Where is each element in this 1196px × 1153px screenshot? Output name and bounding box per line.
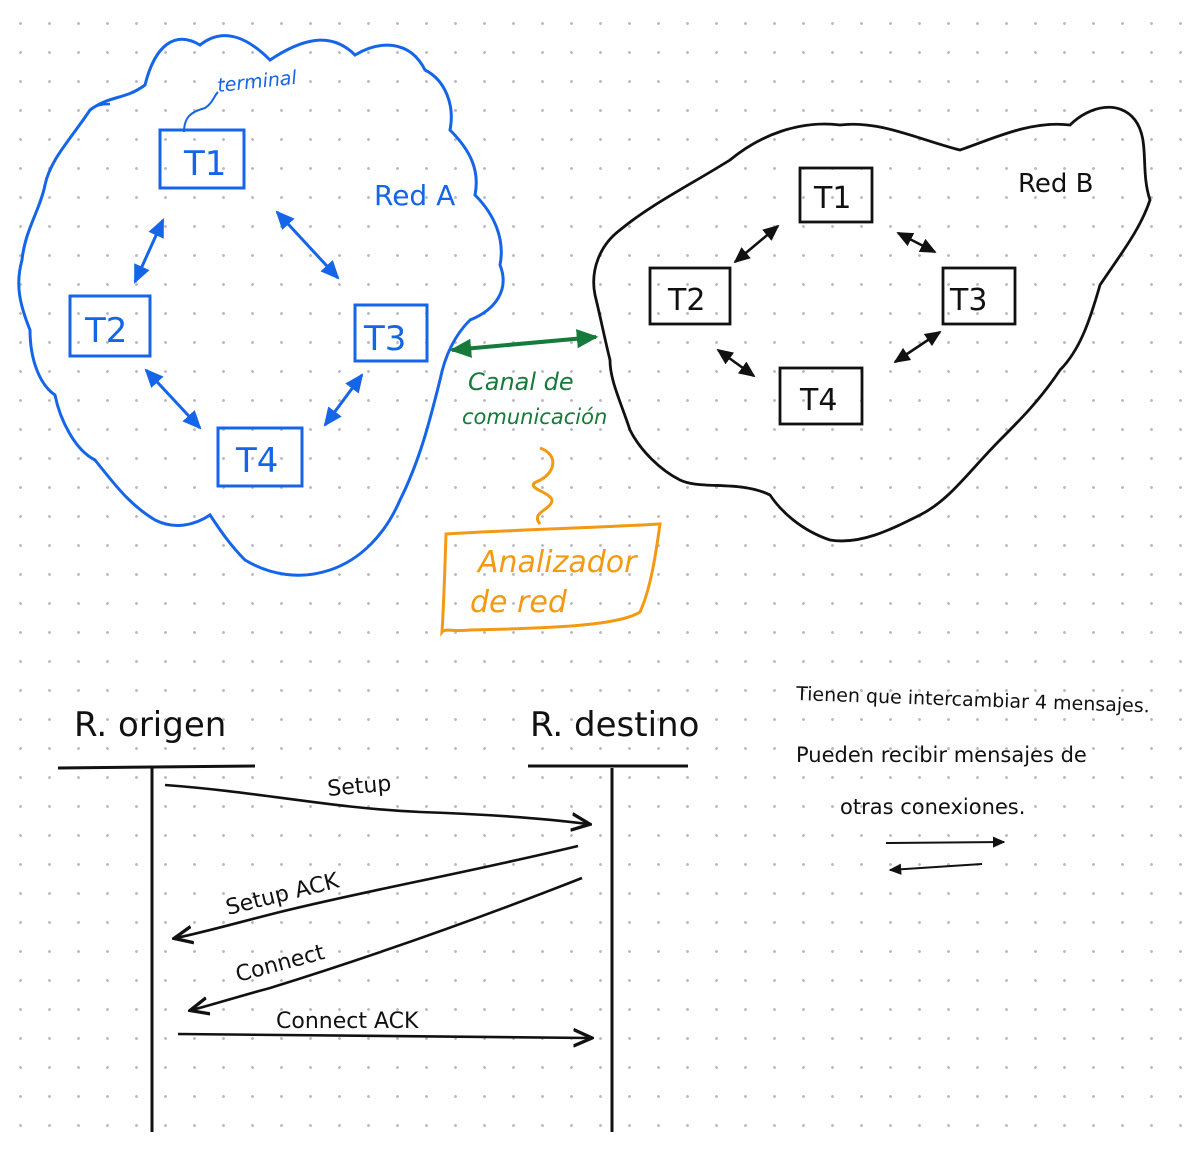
network-a-terminal-t1: T1 xyxy=(158,128,246,190)
network-a-terminal-t4: T4 xyxy=(216,426,304,488)
communication-channel: Canal de comunicación xyxy=(449,329,607,429)
network-analyzer: Analizador de red xyxy=(440,446,662,637)
sequence-left-title: R. origen xyxy=(74,705,226,745)
link-a-t3-t4 xyxy=(323,373,364,427)
terminal-label: T1 xyxy=(813,181,851,216)
link-a-t1-t3 xyxy=(275,210,340,280)
left-header-bar xyxy=(57,764,256,770)
terminal-label: T2 xyxy=(84,311,127,351)
terminal-label: T4 xyxy=(235,441,278,481)
analyzer-squiggle xyxy=(531,446,555,525)
note-line-1: Tienen que intercambiar 4 mensajes. xyxy=(795,683,1150,717)
link-b-t2-t4 xyxy=(716,348,756,378)
network-a-cloud xyxy=(17,34,505,577)
link-b-t1-t3 xyxy=(896,231,937,254)
note-arrow-right xyxy=(885,836,1006,848)
note-line-3: otras conexiones. xyxy=(840,795,1025,819)
link-b-t1-t2 xyxy=(733,224,780,264)
sequence-diagram: R. origen R. destino Setup Setup ACK Con… xyxy=(57,705,699,1132)
link-a-t2-t4 xyxy=(144,368,202,430)
terminal-label: T4 xyxy=(799,383,837,418)
network-a-terminal-t3: T3 xyxy=(353,303,429,363)
message-connect-label: Connect xyxy=(233,940,328,988)
terminal-annotation-leader xyxy=(183,91,219,133)
note-line-2: Pueden recibir mensajes de xyxy=(796,743,1087,767)
network-b-cloud xyxy=(592,105,1152,543)
message-connect-arrow xyxy=(192,876,583,1010)
channel-label-line1: Canal de xyxy=(468,368,574,396)
terminal-label: T2 xyxy=(667,283,705,318)
network-b-label: Red B xyxy=(1018,169,1094,199)
terminal-label: T3 xyxy=(949,283,987,318)
message-setup-ack-label: Setup ACK xyxy=(223,868,342,920)
note-arrow-left xyxy=(888,863,983,875)
sequence-right-title: R. destino xyxy=(530,705,699,745)
network-a: T1 T2 T3 T4 terminal Red A xyxy=(17,34,505,577)
channel-arrow xyxy=(449,329,599,358)
link-b-t3-t4 xyxy=(893,330,942,364)
analyzer-label-line1: Analizador xyxy=(476,545,638,580)
channel-label-line2: comunicación xyxy=(462,405,607,429)
network-a-label: Red A xyxy=(374,179,455,212)
notes: Tienen que intercambiar 4 mensajes. Pued… xyxy=(795,683,1150,875)
message-connect-ack-arrow xyxy=(177,1034,590,1038)
message-setup-label: Setup xyxy=(326,771,392,801)
network-b-terminal-t1: T1 xyxy=(798,166,874,224)
network-b-terminal-t2: T2 xyxy=(648,266,732,326)
message-setup-ack-arrow xyxy=(176,844,579,938)
network-b: T1 T2 T3 T4 Red B xyxy=(592,105,1152,543)
message-connect-ack-label: Connect ACK xyxy=(276,1009,419,1034)
link-a-t1-t2 xyxy=(133,218,165,284)
network-a-terminal-t2: T2 xyxy=(68,294,152,358)
terminal-label: T3 xyxy=(363,319,406,359)
analyzer-label-line2: de red xyxy=(470,585,568,620)
network-b-terminal-t4: T4 xyxy=(778,366,864,426)
message-setup-arrow xyxy=(164,783,588,824)
network-b-terminal-t3: T3 xyxy=(941,266,1017,326)
terminal-annotation: terminal xyxy=(216,67,298,97)
terminal-label: T1 xyxy=(183,144,226,184)
analyzer-box xyxy=(440,522,662,637)
